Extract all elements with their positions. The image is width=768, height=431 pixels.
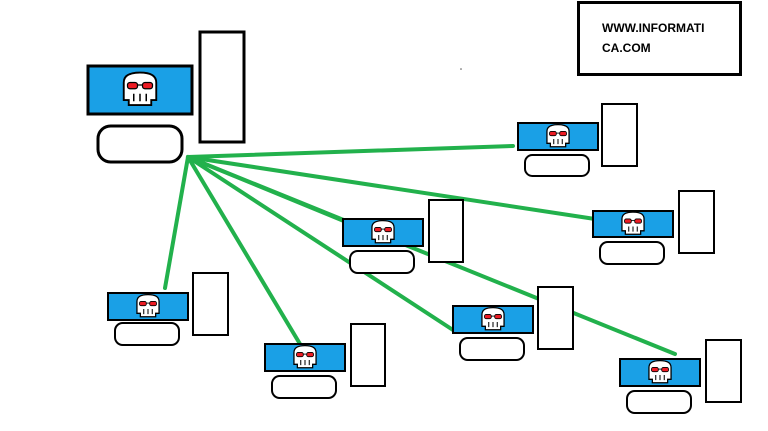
tower-icon xyxy=(428,199,464,263)
link-client-computer-1 xyxy=(186,144,515,159)
face-icon xyxy=(293,344,317,369)
face-icon xyxy=(122,71,158,106)
website-label-line-2: CA.COM xyxy=(602,41,651,55)
link-client-computer-6 xyxy=(186,155,455,332)
client-computer-1 xyxy=(517,103,638,177)
keyboard-icon xyxy=(626,390,692,414)
keyboard-icon xyxy=(459,337,525,361)
face-icon xyxy=(136,293,160,318)
keyboard-icon xyxy=(96,124,184,164)
tower-icon xyxy=(537,286,574,350)
client-computer-3 xyxy=(342,199,464,274)
link-client-computer-5 xyxy=(186,155,302,346)
link-client-computer-4 xyxy=(163,155,190,290)
website-label-box: WWW.INFORMATI CA.COM xyxy=(577,1,742,76)
tower-icon xyxy=(601,103,638,167)
tower-icon xyxy=(705,339,742,403)
keyboard-icon xyxy=(599,241,665,265)
face-icon xyxy=(648,359,672,384)
face-icon xyxy=(371,219,395,244)
tower-icon xyxy=(350,323,386,387)
link-client-computer-2 xyxy=(186,155,597,221)
tower-icon xyxy=(198,30,246,144)
client-computer-4 xyxy=(107,272,229,346)
face-icon xyxy=(621,211,645,235)
face-icon xyxy=(546,123,570,148)
website-label: WWW.INFORMATI CA.COM xyxy=(602,18,732,58)
server-computer xyxy=(86,30,246,164)
keyboard-icon xyxy=(271,375,337,399)
computers-layer xyxy=(86,30,742,414)
client-computer-2 xyxy=(592,190,715,265)
client-computer-6 xyxy=(452,286,574,361)
links-layer xyxy=(163,144,677,356)
face-icon xyxy=(481,306,505,331)
stray-dot xyxy=(460,68,462,70)
keyboard-icon xyxy=(524,154,590,177)
keyboard-icon xyxy=(349,250,415,274)
website-label-line-1: WWW.INFORMATI xyxy=(602,21,705,35)
client-computer-5 xyxy=(264,323,386,399)
tower-icon xyxy=(678,190,715,254)
tower-icon xyxy=(192,272,229,336)
keyboard-icon xyxy=(114,322,180,346)
client-computer-7 xyxy=(619,339,742,414)
